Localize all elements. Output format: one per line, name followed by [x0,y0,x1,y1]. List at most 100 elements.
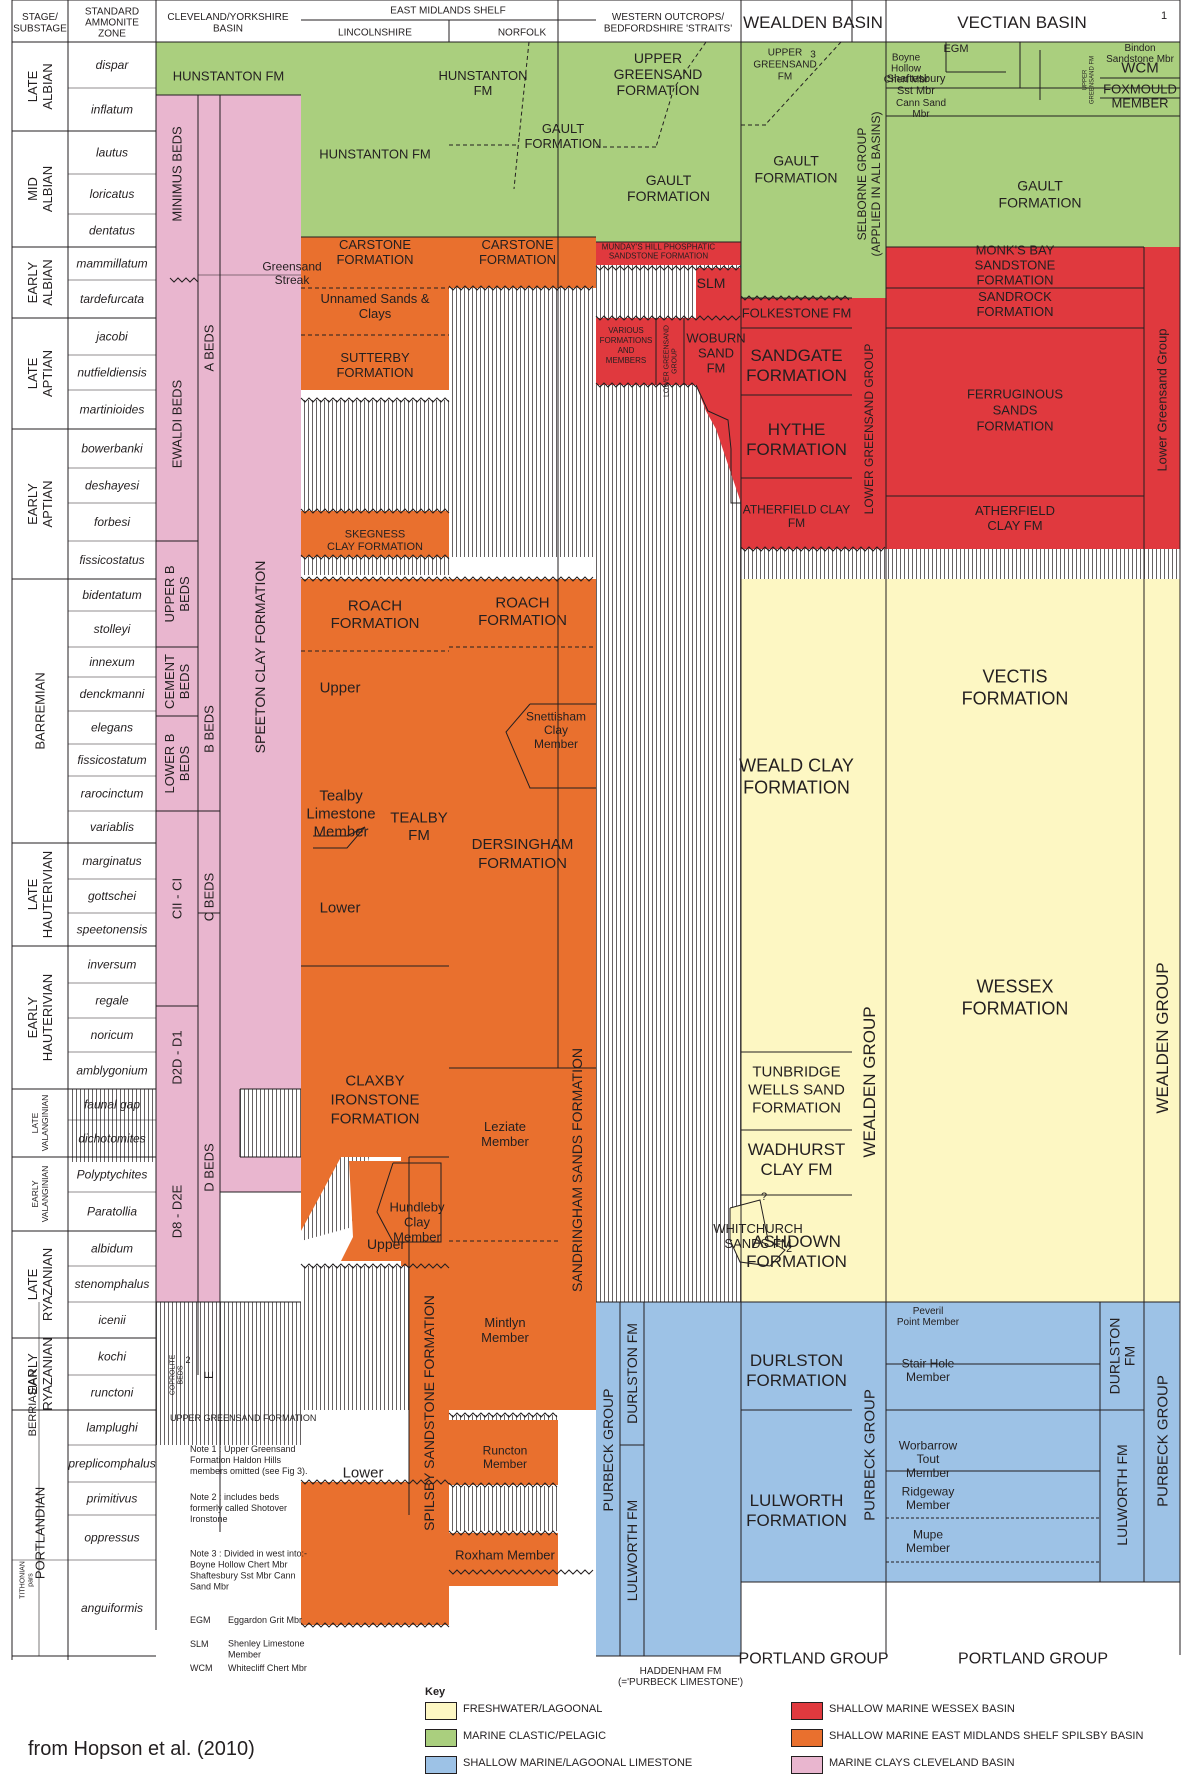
norfolk-marine-fill [449,42,596,237]
svg-text:EARLYAPTIAN: EARLYAPTIAN [25,481,55,528]
unit-unnamed-sands: Unnamed Sands &Clays [320,291,429,321]
svg-text:SELBORNE GROUP(APPLIED IN ALL: SELBORNE GROUP(APPLIED IN ALL BASINS) [855,112,883,257]
unit-lgs-group-western: LOWER GREENSANDGROUP [663,325,678,397]
zone-bowerbanki: bowerbanki [81,442,143,456]
zone-Polyptychites: Polyptychites [77,1168,148,1182]
unit-sandringham: SANDRINGHAM SANDS FORMATION [569,1048,585,1292]
zone-lautus: lautus [96,146,128,160]
svg-text:LULWORTH FM: LULWORTH FM [624,1500,640,1601]
unit-ewaldi-beds: EWALDI BEDS [170,379,185,468]
zone-icenii: icenii [98,1313,126,1327]
svg-text:EARLYHAUTERIVIAN: EARLYHAUTERIVIAN [25,974,55,1061]
svg-text:VECTIAN BASIN: VECTIAN BASIN [957,13,1086,32]
stage-early-aptian: EARLYAPTIAN [25,481,55,528]
zone-noricum: noricum [91,1028,134,1042]
svg-text:HUNSTANTON FM: HUNSTANTON FM [173,69,284,84]
svg-text:MIDALBIAN: MIDALBIAN [25,166,55,212]
zone-marginatus: marginatus [82,854,141,868]
wealden-lgs-base [740,546,886,552]
unit-egm: EGM [943,43,968,55]
roxham-base [448,1569,594,1575]
svg-text:fissicostatum: fissicostatum [77,753,146,767]
svg-text:DURLSTONFM: DURLSTONFM [1106,1318,1137,1395]
unit-durlston-vectian: DURLSTONFM [1106,1318,1137,1395]
mundays-base [595,265,741,271]
unit-b-beds: B BEDS [202,705,217,753]
slm-fill [696,268,741,318]
svg-text:rarocinctum: rarocinctum [81,787,144,801]
leziate-mintlyn-fill [449,1192,596,1410]
stage-late-valanginian: LATEVALANGINIAN [30,1095,50,1152]
unit-speeton-clay: SPEETON CLAY FORMATION [252,561,268,754]
western-purbeck-fill [596,1302,741,1656]
unit-upper-b-beds: UPPER BBEDS [162,565,192,622]
stage-early-hauterivian: EARLYHAUTERIVIAN [25,974,55,1061]
unit-coprolite-note: 2 [185,1355,190,1365]
svg-text:tardefurcata: tardefurcata [80,292,144,306]
svg-text:elegans: elegans [91,721,133,735]
svg-text:LOWER GREENSANDGROUP: LOWER GREENSANDGROUP [663,325,678,397]
zone-Paratollia: Paratollia [87,1205,137,1219]
zone-dentatus: dentatus [89,224,135,238]
cleveland-hiatus-fill [156,1302,301,1445]
unit-spilsby-sandstone: SPILSBY SANDSTONE FORMATION [421,1295,437,1531]
unit-ugs-note: 3 [810,50,816,61]
note-ugs-title: UPPER GREENSAND FORMATION [170,1413,316,1423]
unit-c-beds: C BEDS [202,872,217,921]
svg-text:anguiformis: anguiformis [81,1601,143,1615]
svg-text:HADDENHAM FM(='PURBECK LIMESTO: HADDENHAM FM(='PURBECK LIMESTONE') [618,1666,743,1688]
svg-text:B BEDS: B BEDS [202,705,217,753]
svg-text:BARREMIAN: BARREMIAN [33,672,48,749]
unit-e-bed: E [202,1371,216,1379]
zone-innexum: innexum [89,655,134,669]
lincs-hiatus-fill-1 [301,400,449,513]
svg-text:BERRIASIAN: BERRIASIAN [27,1370,39,1437]
lincs-hiatus-fill-2 [301,557,449,575]
zone-amblygonium: amblygonium [76,1064,147,1078]
key-swatch [791,1756,823,1774]
svg-text:kochi: kochi [98,1350,126,1364]
svg-text:2: 2 [185,1355,190,1365]
unit-selborne-group: SELBORNE GROUP(APPLIED IN ALL BASINS) [855,112,883,257]
wealden-hiatus [741,549,886,579]
header-stage: STAGE/SUBSTAGE [13,12,67,35]
svg-text:nutfieldiensis: nutfieldiensis [77,366,146,380]
purbeck-weald-fill [741,1302,886,1582]
faunal-gap-fill [72,1089,156,1162]
svg-text:UPPER BBEDS: UPPER BBEDS [162,565,192,622]
stage-late-hauterivian: LATEHAUTERIVIAN [25,851,55,938]
wealden-ugs-contact [764,41,842,126]
svg-text:LULWORTH FM: LULWORTH FM [1114,1444,1130,1545]
key-swatch [425,1756,457,1774]
stage-early-valanginian: EARLYVALANGINIAN [30,1166,50,1223]
wealden-marine-fill [741,42,886,298]
svg-text:stenomphalus: stenomphalus [75,1277,150,1291]
stage-tithonian: TITHONIANpars [19,1561,34,1599]
svg-text:lamplughi: lamplughi [86,1421,138,1435]
svg-text:SLM: SLM [697,275,726,291]
